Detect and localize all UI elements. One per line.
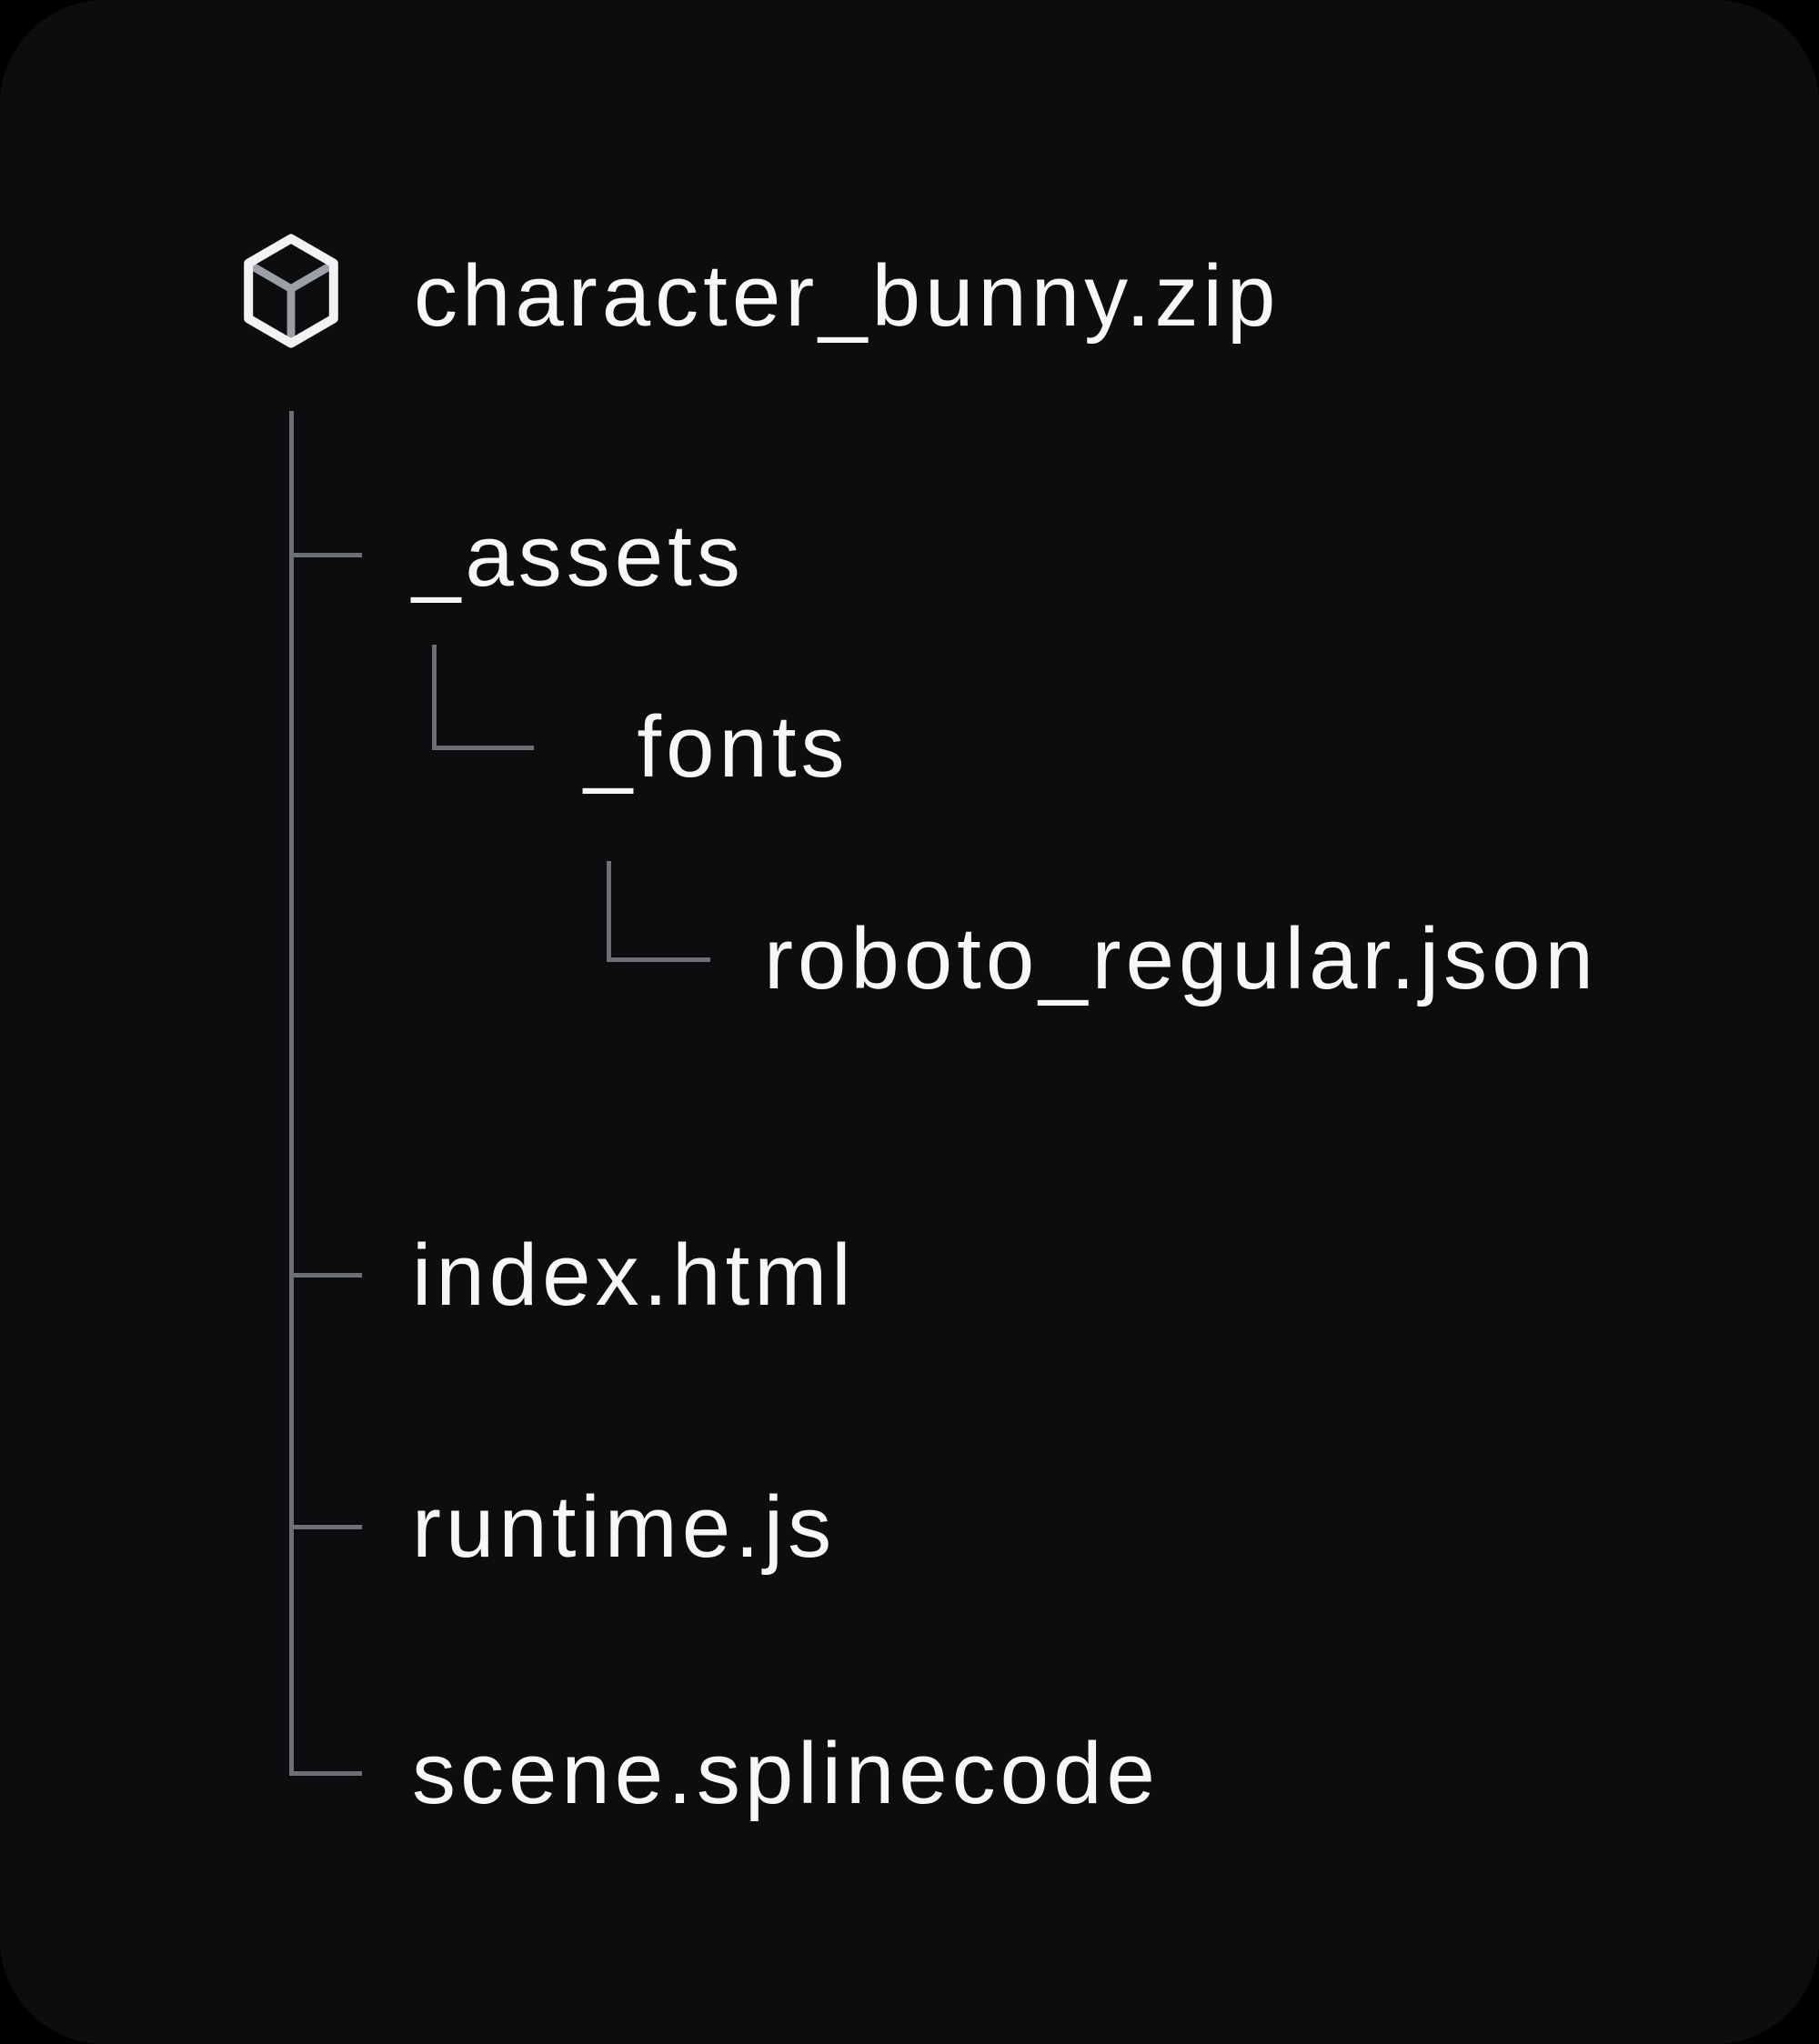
cube-3d-icon bbox=[240, 229, 342, 353]
tree-item-scene-splinecode: scene.splinecode bbox=[412, 1719, 1160, 1829]
tree-item-index-html: index.html bbox=[412, 1221, 856, 1330]
tree-item-fonts-folder: _fonts bbox=[584, 693, 849, 802]
tree-trunk-line bbox=[289, 411, 294, 1776]
tree-branch-index-line bbox=[289, 1273, 362, 1278]
root-archive-label: character_bunny.zip bbox=[414, 247, 1281, 345]
tree-item-runtime-js: runtime.js bbox=[412, 1473, 836, 1582]
tree-item-label: _assets bbox=[412, 507, 745, 605]
tree-item-label: runtime.js bbox=[412, 1478, 837, 1576]
tree-elbow-roboto-vertical bbox=[607, 861, 611, 962]
tree-elbow-fonts-vertical bbox=[432, 645, 437, 750]
tree-item-label: roboto_regular.json bbox=[764, 910, 1598, 1007]
tree-item-label: index.html bbox=[412, 1227, 856, 1324]
tree-item-assets-folder: _assets bbox=[412, 502, 745, 611]
tree-branch-scene-line bbox=[289, 1771, 362, 1776]
tree-item-label: scene.splinecode bbox=[412, 1725, 1160, 1822]
root-archive-name: character_bunny.zip bbox=[414, 242, 1280, 351]
tree-branch-assets-line bbox=[289, 553, 362, 557]
tree-elbow-fonts-horizontal bbox=[432, 746, 534, 750]
tree-item-label: _fonts bbox=[584, 698, 849, 796]
tree-elbow-roboto-horizontal bbox=[607, 957, 710, 962]
tree-item-roboto-regular-json: roboto_regular.json bbox=[764, 905, 1598, 1014]
tree-branch-runtime-line bbox=[289, 1525, 362, 1529]
